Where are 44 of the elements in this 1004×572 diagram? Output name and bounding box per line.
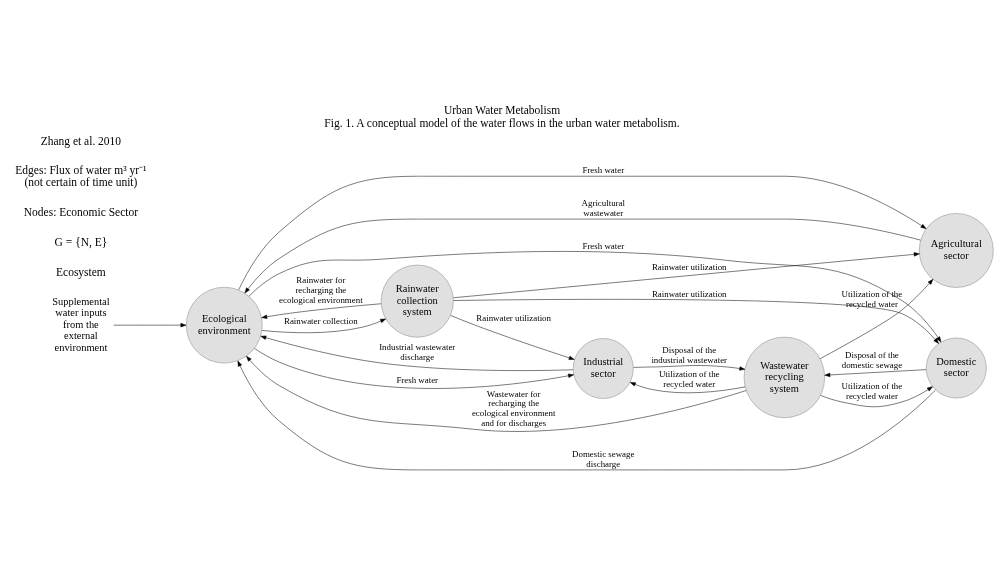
label: Zhang et al. 2010 <box>40 134 122 147</box>
node-text: Supplemental water inputs from the external environment <box>52 295 110 353</box>
arrow <box>238 175 927 290</box>
edge-label: Disposal of the domestic sewage <box>841 349 903 370</box>
edge-label: Wastewater for recharging the ecological environment and for discharges <box>471 388 556 428</box>
arrow <box>248 250 942 342</box>
label: G = {N, E} <box>54 235 108 248</box>
arrow <box>237 360 936 470</box>
edge-label: Rainwater utilization <box>476 312 551 323</box>
arrow <box>450 314 575 360</box>
arrow <box>820 385 933 407</box>
arrow <box>453 298 939 344</box>
edge-label: Agricultural wastewater <box>581 197 625 218</box>
arrow <box>453 251 920 298</box>
edge-label: Rainwater for recharging the ecological environment <box>279 274 363 305</box>
arrow <box>244 218 921 293</box>
edge-label: Rainwater collection <box>284 315 358 326</box>
edge-label: Fresh water <box>582 164 625 175</box>
arrow <box>113 322 187 327</box>
arrow <box>819 278 934 359</box>
arrow <box>254 347 574 389</box>
edge-label: Industrial wastewater discharge <box>379 341 456 362</box>
edge-label: Utilization of the recycled water <box>658 368 720 389</box>
edge-label: Disposal of the industrial wastewater <box>651 344 728 365</box>
label: Nodes: Economic Sector <box>23 205 139 218</box>
arrow <box>629 381 746 393</box>
diagram-title: Urban Water Metabolism <box>443 103 561 116</box>
edge-label: Rainwater utilization <box>651 261 727 272</box>
arrow <box>261 303 382 319</box>
edge-label: Fresh water <box>582 240 625 251</box>
arrow <box>633 364 746 371</box>
caption: Fig. 1. A conceptual model of the water flows in the urban water metabolism. <box>324 116 680 129</box>
label: Ecosystem <box>56 265 106 278</box>
edge-label: Utilization of the recycled water <box>841 288 903 309</box>
edge-label: Rainwater utilization <box>651 288 727 299</box>
edge-label: Fresh water <box>396 374 439 385</box>
label: Edges: Flux of water m³ yr⁻¹ (not certain of time unit) <box>15 163 147 188</box>
arrow <box>824 368 927 377</box>
edge-label: Domestic sewage discharge <box>572 448 635 469</box>
node-circle: Wastewater recycling system <box>743 336 825 418</box>
arrow <box>260 335 574 371</box>
arrow <box>246 355 747 432</box>
edge-label: Utilization of the recycled water <box>841 380 903 401</box>
arrow <box>261 318 386 333</box>
